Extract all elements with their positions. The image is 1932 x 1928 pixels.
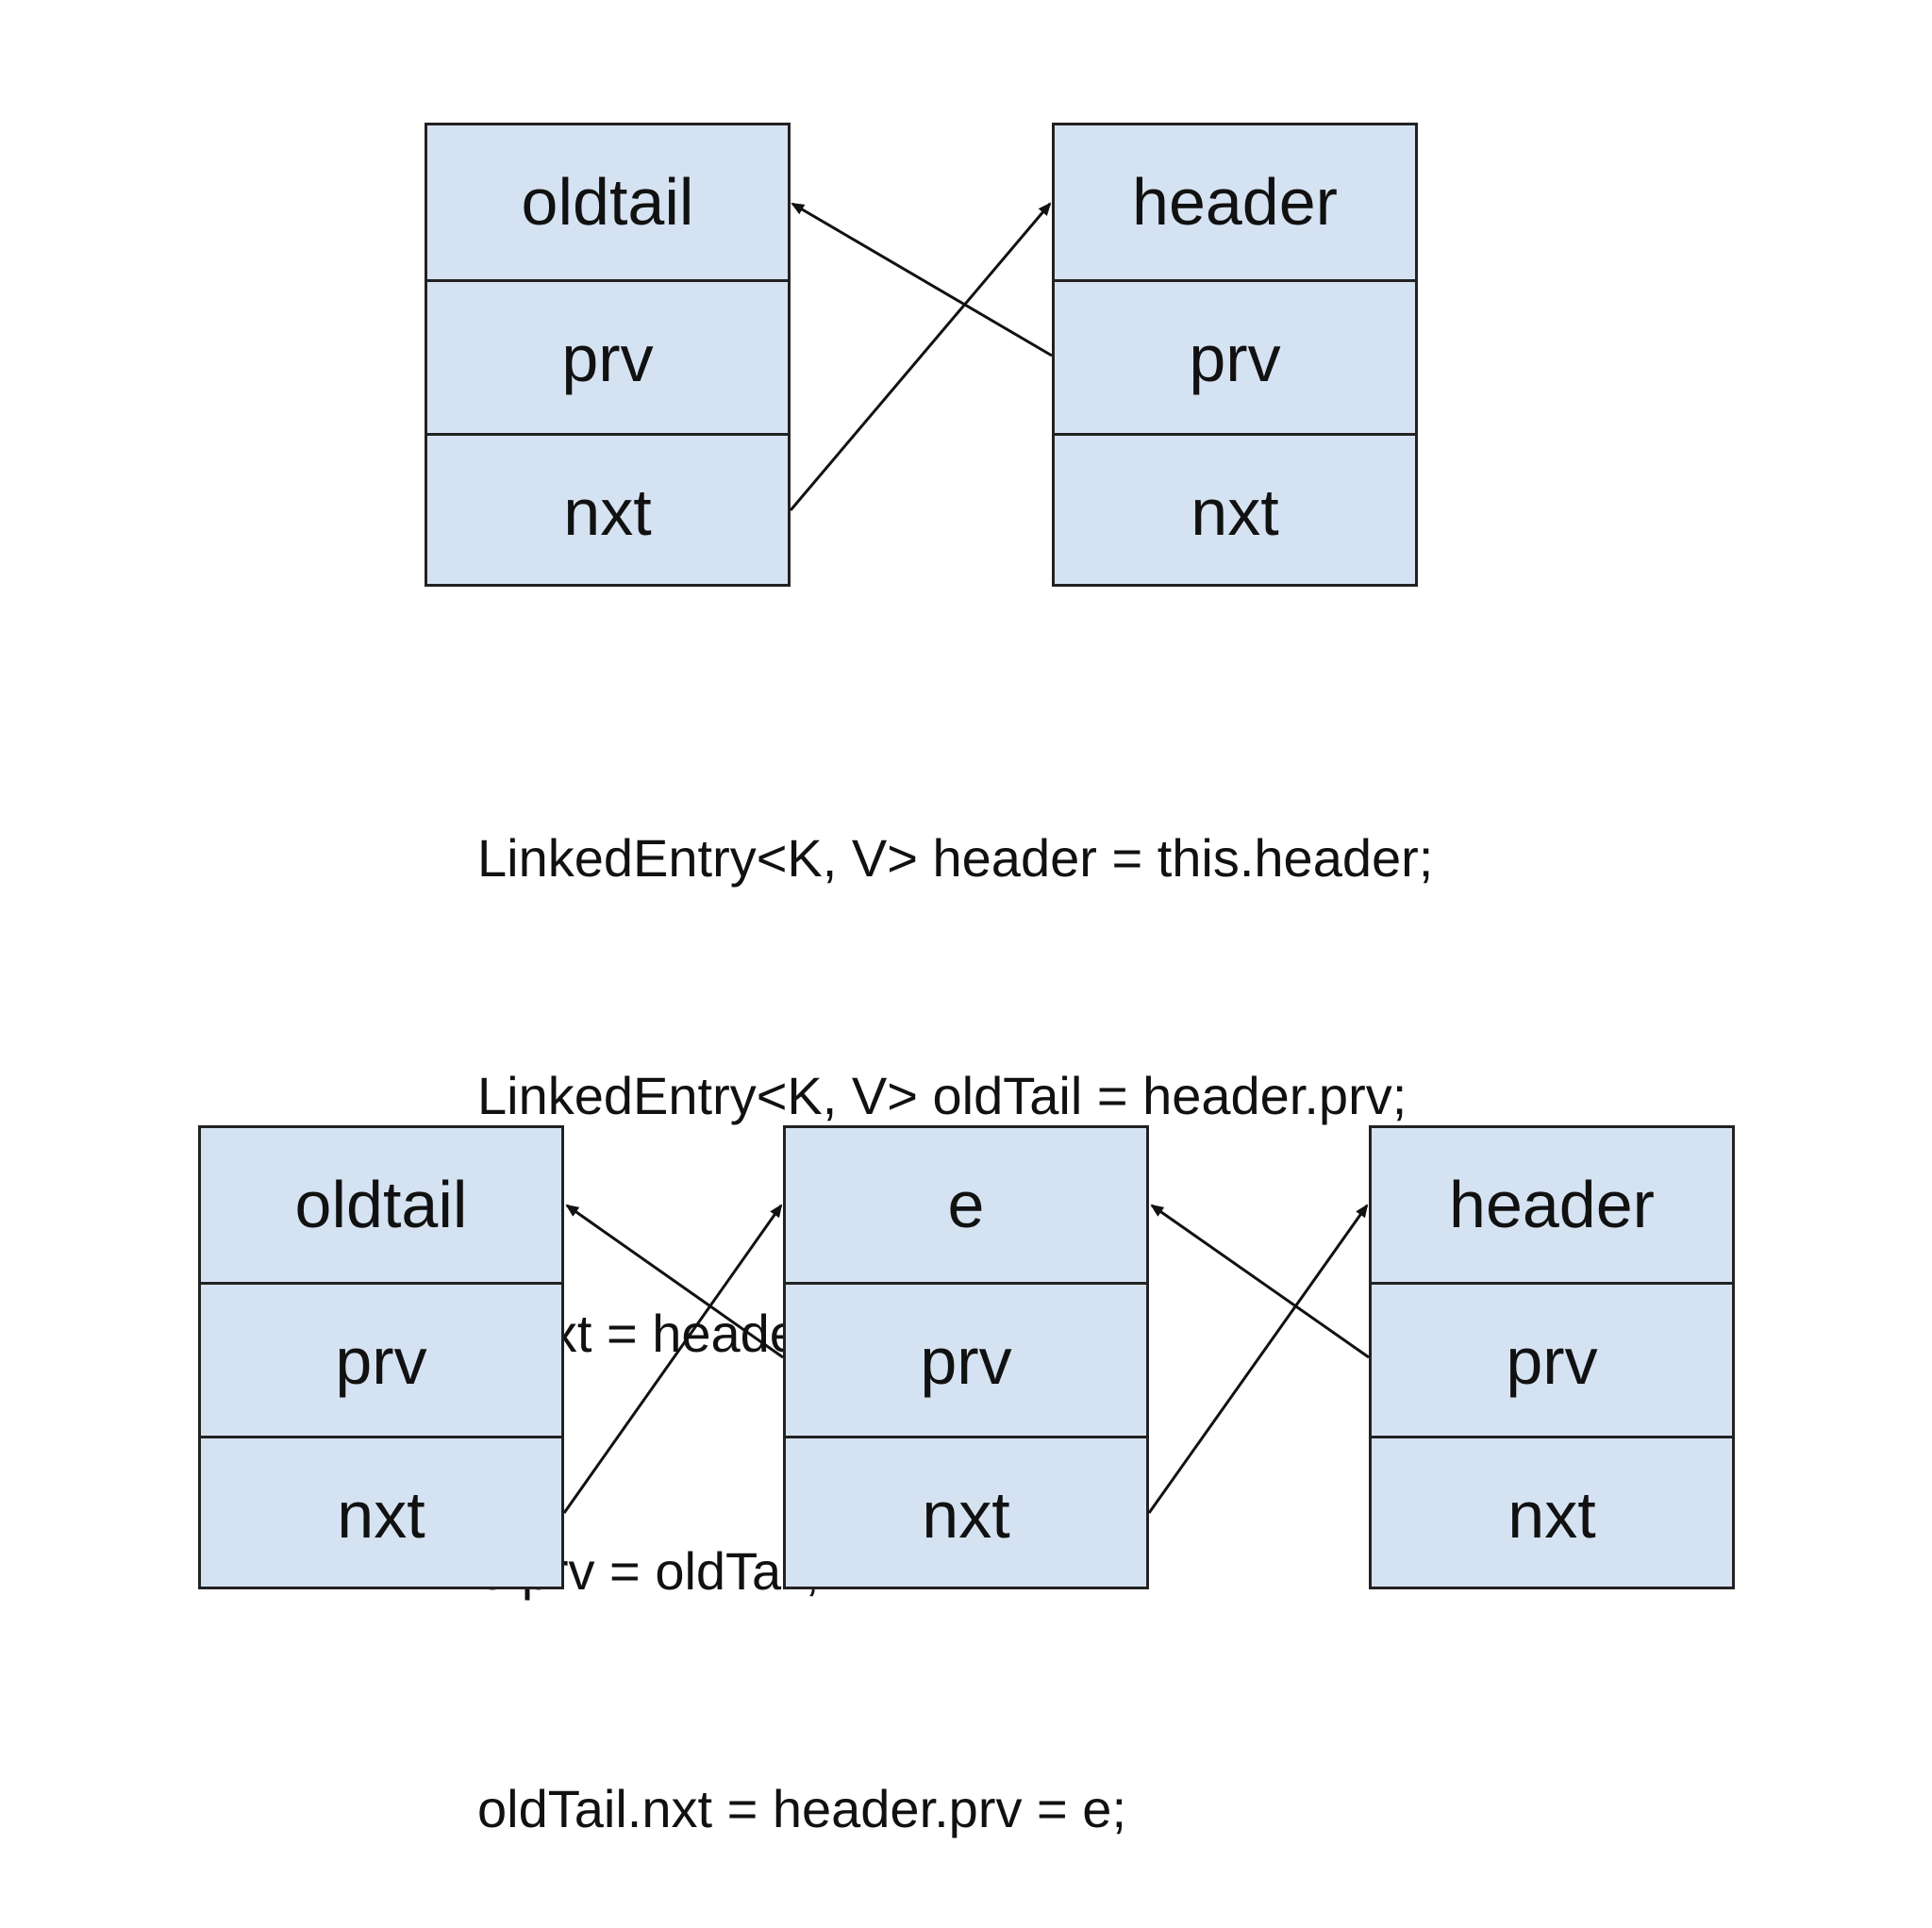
node-title: oldtail bbox=[294, 1168, 468, 1241]
field-prv: prv bbox=[786, 1282, 1146, 1438]
arrow-oldtail-nxt-to-header bbox=[789, 202, 1052, 511]
field-nxt: nxt bbox=[201, 1436, 561, 1591]
code-line: LinkedEntry<K, V> header = this.header; bbox=[477, 828, 1434, 888]
field-prv: prv bbox=[201, 1282, 561, 1438]
node-title: e bbox=[947, 1168, 985, 1241]
arrow-header-prv-to-oldtail bbox=[791, 202, 1053, 357]
code-line: oldTail.nxt = header.prv = e; bbox=[477, 1779, 1126, 1838]
field-prv: prv bbox=[1372, 1282, 1732, 1438]
node-title: header bbox=[1132, 165, 1338, 239]
field-nxt: nxt bbox=[786, 1436, 1146, 1591]
node-top-oldtail: oldtail prv nxt bbox=[425, 123, 791, 587]
node-bottom-header: header prv nxt bbox=[1369, 1125, 1735, 1589]
code-line: LinkedEntry<K, V> oldTail = header.prv; bbox=[477, 1066, 1407, 1125]
field-nxt: nxt bbox=[1372, 1436, 1732, 1591]
node-title: oldtail bbox=[521, 165, 694, 239]
node-title: header bbox=[1449, 1168, 1655, 1241]
node-bottom-e: e prv nxt bbox=[783, 1125, 1149, 1589]
node-top-header: header prv nxt bbox=[1052, 123, 1418, 587]
field-nxt: nxt bbox=[1055, 433, 1415, 589]
field-prv: prv bbox=[1055, 279, 1415, 435]
field-nxt: nxt bbox=[427, 433, 788, 589]
field-prv: prv bbox=[427, 279, 788, 435]
node-bottom-oldtail: oldtail prv nxt bbox=[198, 1125, 564, 1589]
